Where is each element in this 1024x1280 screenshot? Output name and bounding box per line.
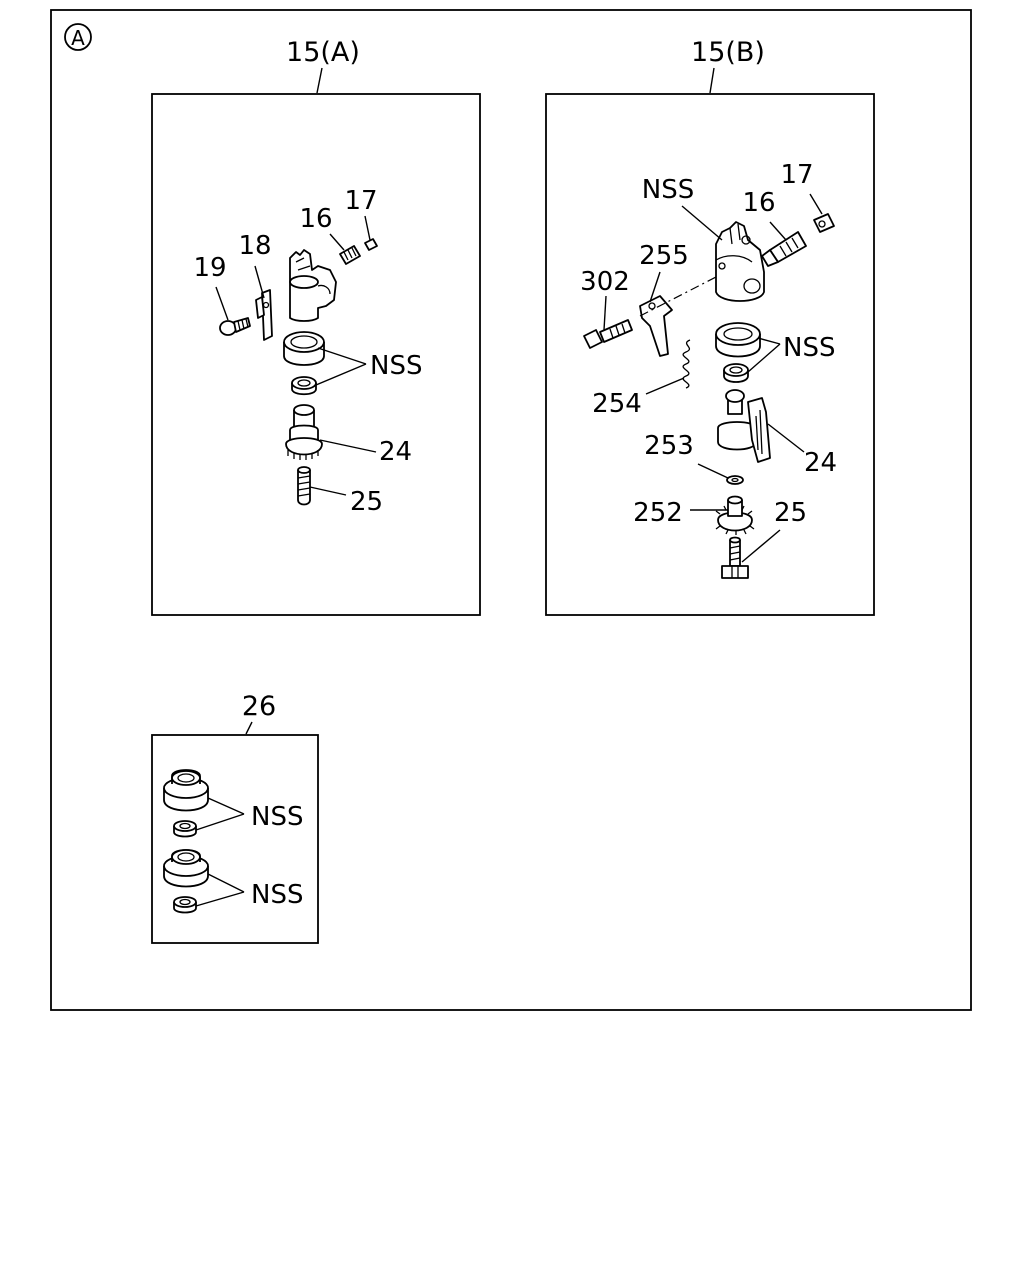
part-25-pin-a	[297, 466, 311, 506]
leader-25-b	[741, 529, 781, 563]
leader-18	[254, 265, 265, 299]
part-nss-washer-b	[723, 363, 749, 383]
part-255-lever	[639, 295, 673, 357]
label-302: 302	[580, 267, 630, 297]
leader-nss-a-1	[317, 347, 367, 365]
part-24-gear-b	[717, 389, 771, 463]
part-17-cap-b	[813, 213, 835, 233]
part-302-bolt	[583, 319, 633, 349]
group-26-title-leader	[245, 721, 253, 735]
label-26-nss-1: NSS	[251, 802, 303, 832]
label-19: 19	[193, 253, 226, 283]
label-254: 254	[592, 389, 642, 419]
label-18: 18	[238, 231, 271, 261]
part-252-gear	[715, 495, 755, 535]
leader-253	[697, 463, 729, 479]
part-housing-a	[289, 249, 337, 322]
part-16-fitting-b	[761, 231, 807, 267]
leader-19	[215, 286, 229, 321]
leader-nss-b-1	[757, 337, 781, 345]
part-25-pin-b	[721, 536, 749, 579]
part-nss-seal-a	[283, 331, 325, 366]
group-15a-title-leader	[316, 67, 323, 94]
label-17-a: 17	[344, 186, 377, 216]
group-26: 26	[151, 691, 319, 944]
group-15b-frame	[545, 93, 875, 616]
leader-254	[645, 377, 685, 395]
leader-26-nss-1a	[207, 797, 245, 815]
leader-302	[603, 295, 607, 331]
label-24-b: 24	[804, 448, 837, 478]
group-15b-title-leader	[709, 67, 715, 94]
group-26-frame	[151, 734, 319, 944]
section-marker-circle	[64, 23, 92, 51]
label-nss-top-b: NSS	[642, 175, 694, 205]
part-17-cap-a	[364, 238, 378, 251]
axis-line-b	[639, 275, 719, 317]
group-26-title: 26	[242, 691, 276, 722]
label-255: 255	[639, 241, 689, 271]
label-25-b: 25	[774, 498, 807, 528]
leader-17-a	[364, 215, 371, 241]
leader-nss-top-b	[681, 205, 723, 241]
part-nss-seal-b	[715, 322, 761, 358]
label-16-a: 16	[299, 204, 332, 234]
label-17-b: 17	[780, 160, 813, 190]
part-26-washer-lower	[173, 896, 197, 914]
leader-26-nss-1b	[195, 813, 245, 831]
leader-24-b	[767, 423, 805, 453]
leader-24-a	[319, 439, 377, 453]
leader-nss-b-2	[747, 343, 781, 373]
part-19-screw	[219, 317, 251, 336]
label-25-a: 25	[350, 487, 383, 517]
leader-255	[649, 271, 661, 303]
label-24-a: 24	[379, 437, 412, 467]
part-26-seal-upper	[163, 769, 209, 812]
leader-17-b	[809, 193, 823, 215]
part-housing-b	[715, 221, 765, 302]
part-253-washer	[726, 475, 744, 485]
leader-nss-a-2	[315, 363, 367, 386]
label-16-b: 16	[742, 188, 775, 218]
label-253: 253	[644, 431, 694, 461]
leader-26-nss-2a	[207, 873, 245, 893]
leader-16-b	[769, 221, 787, 241]
part-254-spring	[682, 339, 691, 389]
group-15a-title: 15(A)	[286, 37, 360, 68]
group-15b: 15(B)	[545, 37, 875, 616]
part-18-plate	[255, 289, 273, 341]
label-252: 252	[633, 498, 683, 528]
group-15a-frame	[151, 93, 481, 616]
group-15b-title: 15(B)	[691, 37, 765, 68]
leader-16-a	[329, 233, 345, 251]
part-26-washer-upper	[173, 820, 197, 838]
part-24-gear-a	[285, 404, 323, 460]
label-nss-a: NSS	[370, 351, 422, 381]
part-16-fitting-a	[339, 245, 361, 265]
part-26-seal-lower	[163, 849, 209, 888]
section-marker: A	[64, 23, 92, 51]
label-nss-b: NSS	[783, 333, 835, 363]
leader-25-a	[309, 486, 347, 496]
label-26-nss-2: NSS	[251, 880, 303, 910]
group-15a: 15(A)	[151, 37, 481, 616]
part-nss-washer-a	[291, 376, 317, 396]
outer-frame	[50, 9, 972, 1011]
section-marker-letter: A	[71, 26, 85, 50]
leader-26-nss-2b	[195, 891, 245, 907]
